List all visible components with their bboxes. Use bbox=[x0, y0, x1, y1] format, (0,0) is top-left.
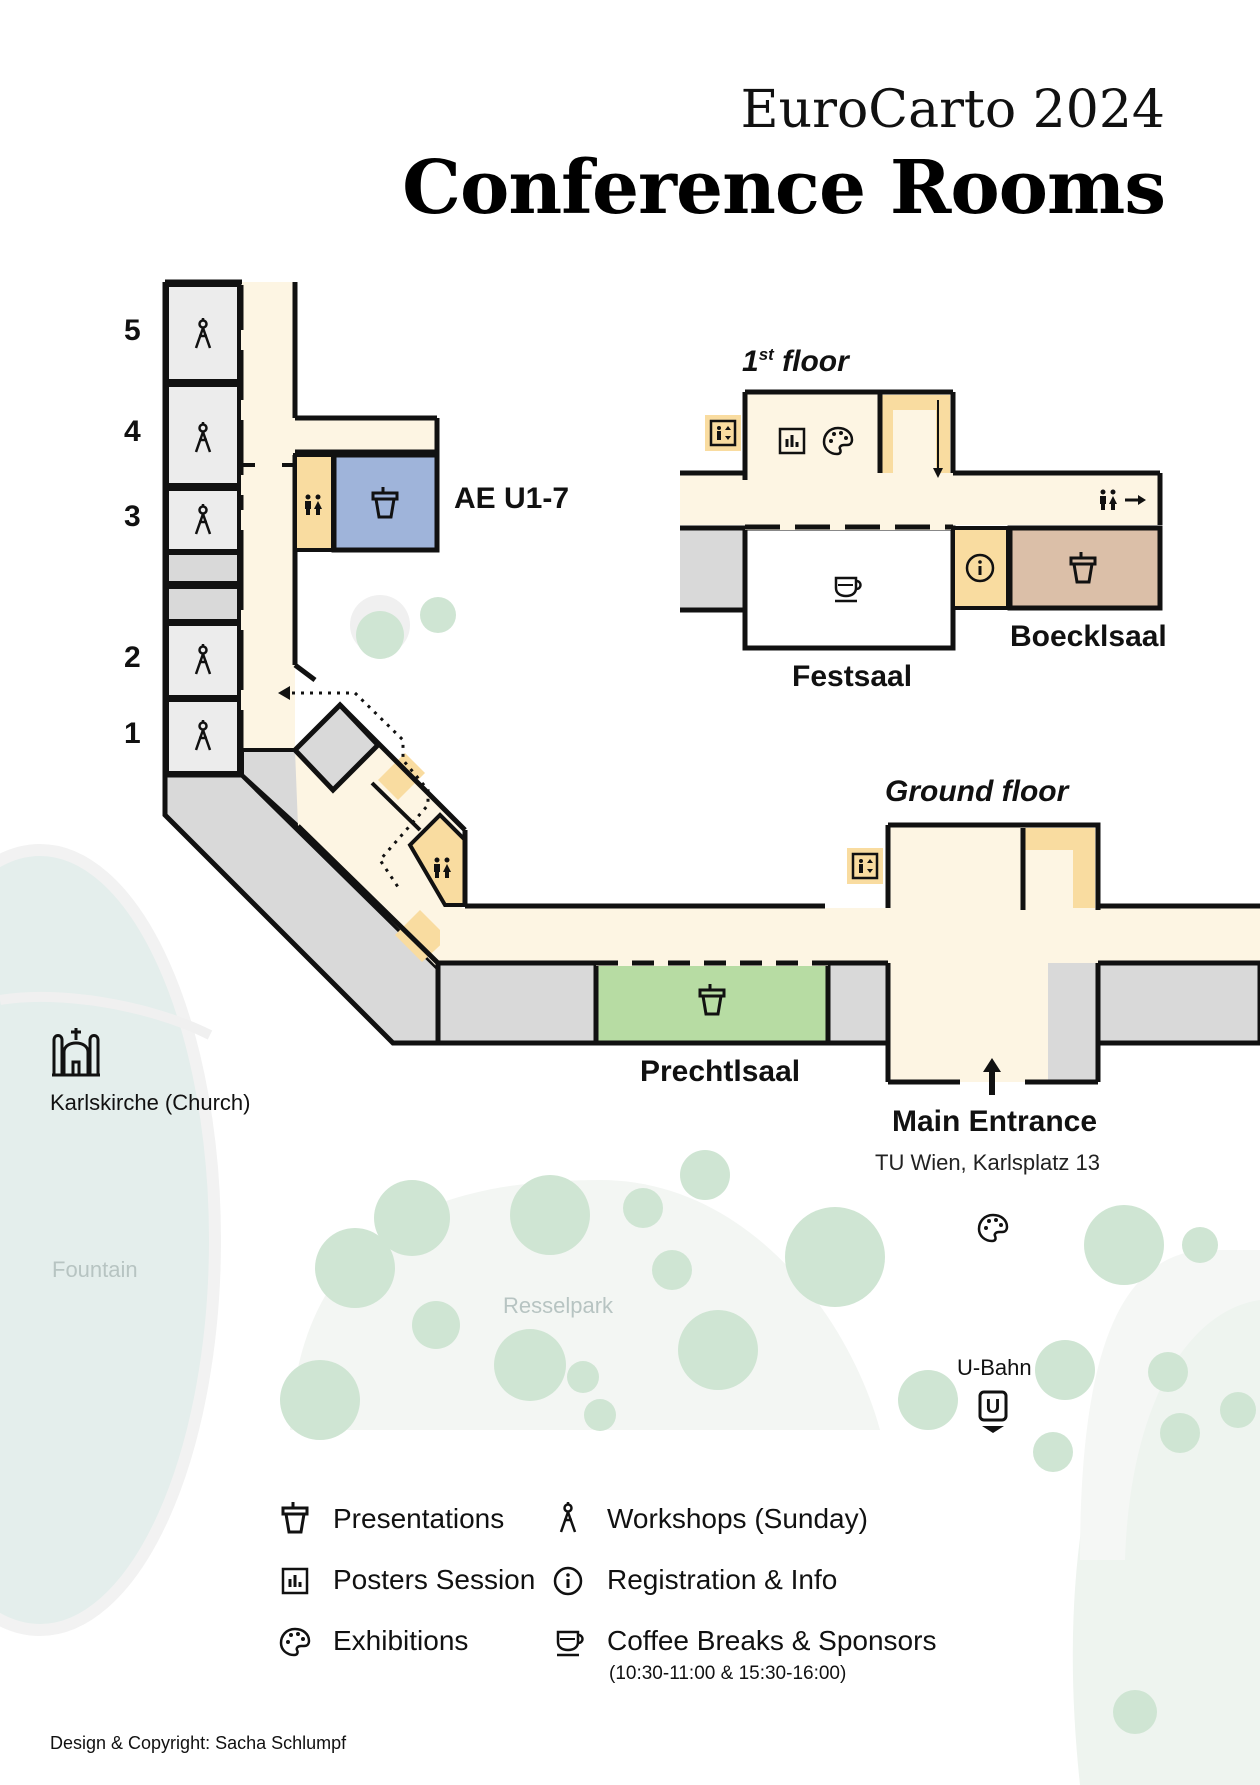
legend-posters: Posters Session bbox=[333, 1564, 536, 1595]
room-number-4: 4 bbox=[124, 415, 141, 448]
legend-coffee: Coffee Breaks & Sponsors bbox=[607, 1625, 937, 1656]
room-label-ae: AE U1-7 bbox=[454, 482, 570, 515]
route-arrow bbox=[278, 686, 290, 700]
park-label: Resselpark bbox=[503, 1293, 614, 1318]
legend-exhibitions: Exhibitions bbox=[333, 1625, 469, 1656]
church-label: Karlskirche (Church) bbox=[50, 1090, 251, 1115]
ubahn-icon: U bbox=[978, 1390, 1008, 1433]
legend-presentations: Presentations bbox=[333, 1503, 505, 1534]
main-entrance-label: Main Entrance bbox=[892, 1105, 1098, 1138]
first-floor-plan bbox=[680, 389, 1163, 651]
west-wing bbox=[162, 279, 440, 815]
room-label-prechtlsaal: Prechtlsaal bbox=[640, 1055, 801, 1088]
svg-text:U: U bbox=[986, 1396, 1000, 1418]
floor-label-ground: Ground floor bbox=[885, 775, 1069, 808]
legend-coffee-times: (10:30-11:00 & 15:30-16:00) bbox=[609, 1663, 847, 1684]
room-label-boecklsaal: Boecklsaal bbox=[1010, 620, 1167, 653]
legend-workshops: Workshops (Sunday) bbox=[607, 1503, 868, 1534]
floor-label-first: 1st floor bbox=[742, 345, 849, 378]
church-icon bbox=[52, 1028, 100, 1077]
room-number-2: 2 bbox=[124, 641, 141, 674]
room-number-3: 3 bbox=[124, 500, 141, 533]
fountain-area bbox=[0, 844, 221, 1636]
title-event: EuroCarto 2024 bbox=[740, 80, 1165, 140]
legend-registration: Registration & Info bbox=[607, 1564, 838, 1595]
room-label-festsaal: Festsaal bbox=[792, 660, 913, 693]
room-number-5: 5 bbox=[124, 314, 141, 347]
route-path bbox=[283, 691, 430, 891]
fountain-label: Fountain bbox=[52, 1257, 138, 1282]
ubahn-label: U-Bahn bbox=[957, 1355, 1032, 1380]
park-trees bbox=[280, 595, 1256, 1734]
footer-copyright: Design & Copyright: Sacha Schlumpf bbox=[50, 1733, 347, 1753]
page-title: Conference Rooms bbox=[402, 145, 1166, 231]
ground-floor-building bbox=[162, 663, 1260, 1095]
entrance-address: TU Wien, Karlsplatz 13 bbox=[875, 1150, 1100, 1175]
room-number-1: 1 bbox=[124, 717, 141, 750]
